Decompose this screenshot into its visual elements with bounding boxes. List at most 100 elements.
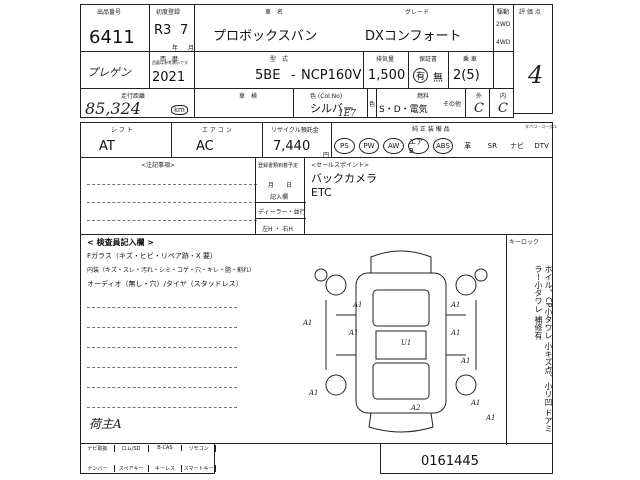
handwritten-bottom: 荷主A — [89, 417, 122, 431]
lot-label: 出品番号 — [97, 9, 122, 16]
notice-label: <注記事項> — [141, 162, 176, 169]
equip-item: PW — [358, 138, 380, 154]
damage-mark: A1 — [460, 357, 471, 365]
grade-label: グレード — [405, 9, 430, 16]
color-no: 1E7 — [338, 109, 357, 119]
seat-label: 乗 車 — [463, 56, 477, 63]
footer-label: リモコン — [182, 445, 216, 452]
fuel-label: 燃料 — [417, 93, 430, 100]
damage-mark: A1 — [485, 414, 496, 422]
damage-mark: A1 — [470, 399, 481, 407]
mileage: 85,324 — [85, 99, 141, 118]
damage-mark: A1 — [302, 319, 313, 327]
footer-label: スペアキー — [115, 465, 149, 472]
model: NCP160V — [301, 68, 362, 83]
equip-item: ABS — [432, 138, 454, 154]
inspection-label: 車 検 — [239, 93, 258, 100]
interior-cell: 内 C — [489, 88, 514, 118]
footer-label: スマートキー — [182, 465, 216, 472]
seats: 2(5) — [453, 68, 480, 83]
lot-number: 6411 — [89, 27, 135, 48]
key-label: キーロック — [509, 239, 540, 246]
inspector-line3: オーディオ（無し・穴）/タイヤ（スタッドレス） — [87, 280, 243, 288]
drive-extra-cell — [493, 51, 514, 89]
equip-item: PS — [334, 138, 355, 154]
footer-label: B-CAS — [149, 445, 183, 451]
side-notes: ホイル、CP小タワレ 小キズ点、小リ凹 ドアミラー小タワレ 補修有 — [511, 265, 553, 440]
footer-number-cell: 0161445 — [380, 443, 553, 474]
reg-limit-label: 登録書類到着予定 — [258, 163, 299, 169]
model-label: 型 式 — [270, 56, 289, 63]
inspector-line1: Fガラス（キズ・ヒビ・リペア跡・X 要） — [87, 252, 217, 260]
score: 4 — [528, 61, 544, 89]
cc-label: 排気量 — [376, 56, 395, 63]
equip-item: DTV — [534, 142, 549, 150]
equip-item: 革 — [464, 142, 472, 150]
nenshiki-label: 西 暦 — [160, 56, 179, 63]
month-day: 月 日 — [268, 182, 293, 189]
year-kanji: 年 — [172, 45, 179, 52]
point-1: バックカメラ — [311, 172, 377, 185]
recycle-unit: 円 — [323, 152, 330, 159]
model-cell: 型 式 5BE - NCP160V — [194, 51, 364, 89]
car-name-cell: 車 名 グレード プロボックスバン DXコンフォート — [194, 4, 494, 52]
equip-item: SR — [487, 142, 497, 150]
handwritten-cell: プレゲン — [80, 51, 150, 89]
shift: AT — [99, 139, 115, 154]
reg-label: 初度登録 — [156, 9, 181, 16]
ac-label: エ ア コ ン — [202, 127, 232, 134]
month-kanji: 月 — [188, 45, 195, 52]
drive-2wd: 2WD — [496, 21, 511, 28]
footer-label: ロム/SD — [115, 445, 149, 452]
recycle-row: 記入欄 — [270, 194, 289, 201]
score-label: 評 価 点 — [519, 9, 541, 16]
damage-mark: A2 — [410, 404, 421, 412]
footer-label: ナンバー — [81, 465, 115, 472]
warranty-label: 保証書 — [419, 56, 438, 63]
nenshiki: 2021 — [152, 70, 186, 85]
damage-mark: U1 — [401, 339, 411, 347]
exterior-label: 外 — [476, 93, 483, 100]
exterior-cell: 外 C — [465, 88, 490, 118]
point-label: <セールスポイント> — [311, 162, 370, 169]
car-name-label: 車 名 — [265, 9, 284, 16]
tabacco-label: タバコ・ゴーグル — [525, 124, 557, 129]
recycle-cell: リサイクル預託金 7,440 円 — [262, 122, 332, 159]
sales-point-cell: <セールスポイント> バックカメラ ETC — [304, 157, 553, 235]
cc: 1,500 — [368, 68, 406, 83]
inspection-cell: 車 検 — [194, 88, 294, 118]
reg-info-cell: 登録書類到着予定 月 日 記入欄 ディーラー・並行 左H ・ 右H — [255, 157, 306, 235]
fuel-cell: 燃料 S・D・電気 その他 — [376, 88, 466, 118]
equip-item: AW — [383, 138, 404, 154]
mileage-cell: 走行距離 85,324 km — [80, 88, 195, 118]
damage-mark: A1 — [348, 329, 359, 337]
color-cell: 色 (Col.No) シルバー 1E7 — [293, 88, 368, 119]
color: シルバー — [310, 102, 354, 115]
equip-label: 純 正 装 備 品 — [412, 126, 450, 133]
damage-mark: A1 — [450, 329, 461, 337]
footer-label: ナビ取扱 — [81, 445, 115, 452]
mileage-unit: km — [171, 105, 188, 115]
recycle-label: リサイクル預託金 — [271, 127, 319, 134]
reg-year: R3 — [154, 23, 172, 38]
damage-mark: A1 — [352, 301, 363, 309]
inspector-section: < 検査員記入欄 > Fガラス（キズ・ヒビ・リペア跡・X 要） 内装（キズ・スレ… — [80, 234, 553, 445]
footer-bottom-row: ナンバースペアキーキーレススマートキー — [81, 464, 216, 474]
side-note-4: 補修有 — [534, 315, 543, 340]
warranty-no: 無 — [433, 73, 443, 84]
mileage-label: 走行距離 — [121, 93, 146, 100]
damage-mark: A1 — [450, 301, 461, 309]
other-label: その他 — [443, 101, 462, 108]
model-prefix: 5BE — [255, 68, 281, 83]
drive-label: 駆動 — [497, 9, 510, 16]
dealer-label: ディーラー・並行 — [258, 209, 306, 216]
small-note: 西暦は参考表示です — [152, 60, 188, 65]
ac-cell: エ ア コ ン AC — [171, 122, 263, 158]
first-reg-cell: 初度登録 R3 7 年 月 — [149, 4, 195, 52]
color-kanji: 色 — [369, 101, 376, 108]
fuel: S・D・電気 — [379, 105, 428, 115]
ext-grade: C — [474, 101, 484, 116]
